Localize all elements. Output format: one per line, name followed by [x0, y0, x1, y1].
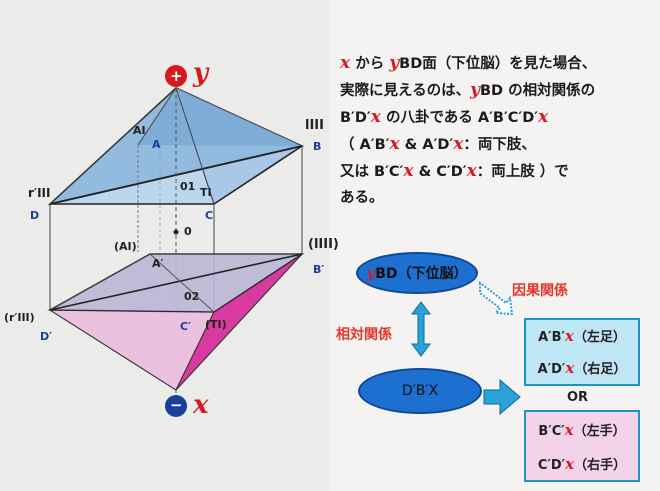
label-rIII: r′III [28, 186, 51, 200]
variable-symbol: x [453, 134, 464, 154]
lower-limb-right: A′D′x（右足） [526, 358, 638, 377]
center-point [173, 229, 179, 235]
lower-limb-left: A′B′x（左足） [526, 326, 638, 345]
relative-relation-label: 相対関係 [336, 327, 392, 343]
paragraph-line: ある。 [340, 185, 658, 212]
lower-limb-right-post: （右足） [574, 362, 627, 377]
minus-marker [165, 395, 187, 417]
ellipse-dbx: D′B′X [358, 368, 482, 414]
label-AI: AI [133, 124, 146, 137]
top-edge-c [175, 87, 215, 205]
variable-symbol: x [370, 107, 381, 127]
paragraph-text: の八卦である A′B′C′D′ [380, 110, 539, 126]
paragraph-line: 実際に見えるのは、yBD の相対関係の [340, 77, 658, 104]
causal-arrow [479, 281, 514, 316]
lower-limbs-box: A′B′x（左足） A′D′x（右足） [524, 318, 640, 386]
ellipse-dbx-text: D′B′X [401, 383, 439, 399]
paragraph-text: ある。 [340, 190, 384, 206]
paragraph-line: 又は B′C′x & C′D′x：両上肢 ）で [340, 158, 658, 185]
upper-limb-right-post: （右手） [574, 458, 627, 473]
ellipse-lower-brain-text: BD（下位脳） [375, 266, 468, 282]
paragraph-text: BD の相対関係の [479, 83, 596, 99]
x-axis-label: x [193, 390, 209, 420]
edge-cb [213, 145, 303, 205]
paragraph-line: （ A′B′x & A′D′x：両下肢、 [340, 131, 658, 158]
paragraph-text: B′D′ [340, 110, 371, 126]
label-O2: 02 [184, 290, 200, 303]
lower-limb-right-pre: A′D′ [537, 362, 566, 377]
y-axis-label: y [193, 58, 209, 88]
lower-limb-left-pre: A′B′ [538, 330, 565, 345]
label-O: 0 [184, 225, 192, 238]
label-TI-paren: (TI) [205, 318, 227, 331]
label-D: D [30, 209, 40, 222]
causal-relation-label: 因果関係 [512, 283, 568, 299]
upper-limb-left-pre: B′C′ [538, 424, 565, 439]
output-arrow [483, 378, 521, 416]
label-C-prime: C′ [180, 320, 191, 333]
lower-limb-right-var: x [565, 359, 575, 377]
variable-symbol: x [389, 134, 400, 154]
paragraph-line: B′D′x の八卦である A′B′C′D′x [340, 104, 658, 131]
variable-symbol: x [538, 107, 549, 127]
plus-marker [165, 65, 187, 87]
paragraph-text: & A′D′ [399, 137, 454, 153]
upper-limb-right-var: x [565, 455, 575, 473]
paragraph-text: （ A′B′ [340, 137, 390, 153]
background-texture [0, 0, 330, 491]
label-TI: TI [200, 186, 212, 199]
label-A-prime: A′ [152, 257, 164, 270]
upper-limb-left: B′C′x（左手） [526, 420, 638, 439]
paragraph-text: & C′D′ [413, 164, 467, 180]
variable-symbol: x [466, 161, 477, 181]
or-label: OR [567, 390, 589, 405]
label-lIII: lIII [305, 118, 324, 133]
plus-symbol: + [170, 67, 183, 85]
variable-symbol: y [470, 80, 480, 100]
label-D-prime: D′ [40, 330, 53, 343]
minus-symbol: − [170, 396, 183, 414]
upper-limb-right: C′D′x（右手） [526, 454, 638, 473]
paragraph-text: 又は B′C′ [340, 164, 404, 180]
lower-limb-left-var: x [564, 327, 574, 345]
bottom-diagonal [49, 253, 303, 311]
paragraph-text: から [350, 56, 390, 72]
upper-limb-right-pre: C′D′ [537, 458, 566, 473]
bottom-diagonal-2 [149, 253, 215, 313]
paragraph-line: x から yBD面（下位脳）を見た場合、 [340, 50, 658, 77]
label-B: B [313, 140, 322, 153]
paragraph-text: 実際に見えるのは、 [340, 83, 471, 99]
upper-limbs-box: B′C′x（左手） C′D′x（右手） [524, 410, 640, 482]
label-rIII-paren: (r′III) [4, 311, 35, 324]
variable-symbol: x [403, 161, 414, 181]
variable-symbol: x [340, 53, 351, 73]
lower-limb-left-post: （左足） [573, 330, 626, 345]
paragraph-text: ：両下肢、 [463, 137, 536, 153]
relative-arrow [411, 301, 431, 357]
label-B-prime: B′ [313, 263, 325, 276]
variable-symbol: y [389, 53, 400, 73]
top-edge-a [137, 87, 177, 146]
label-A: A [152, 138, 161, 151]
label-C: C [205, 209, 214, 222]
label-O1: 01 [180, 180, 196, 193]
paragraph-text: BD面（下位脳）を見た場合、 [399, 56, 597, 72]
upper-limb-left-var: x [564, 421, 574, 439]
upper-limb-left-post: （左手） [573, 424, 626, 439]
paragraph-text: ：両上肢 ）で [476, 164, 569, 180]
label-AI-paren: (AI) [114, 240, 137, 253]
ellipse-y-var: y [366, 264, 376, 282]
top-face-inner [138, 88, 302, 146]
label-lIII-paren: (lIII) [308, 237, 339, 252]
